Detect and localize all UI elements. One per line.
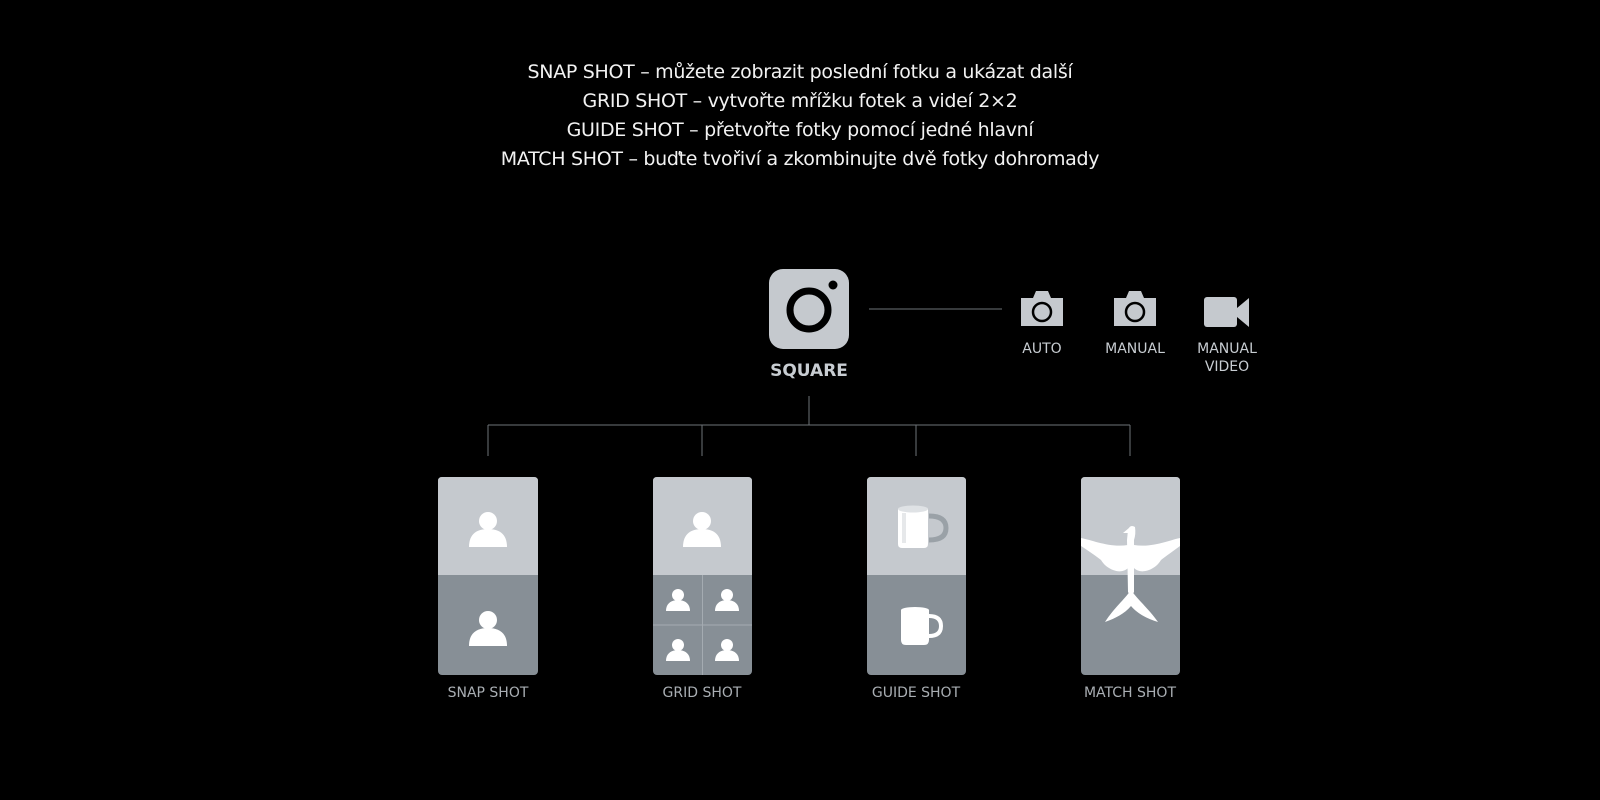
mug-icon (898, 505, 949, 548)
manual-video-label-line1: MANUAL (1197, 341, 1257, 357)
auto-mode[interactable]: AUTO (1019, 289, 1065, 357)
grid-shot-label: GRID SHOT (663, 685, 742, 701)
guide-shot-card[interactable]: GUIDE SHOT (867, 477, 966, 701)
description-block: SNAP SHOT – můžete zobrazit poslední fot… (0, 58, 1600, 174)
shots-tree-connector (487, 396, 1131, 456)
manual-label: MANUAL (1105, 341, 1165, 357)
square-label: SQUARE (770, 361, 848, 381)
square-mode-icon[interactable] (769, 269, 849, 349)
manual-mode[interactable]: MANUAL (1105, 289, 1165, 357)
grid-shot-card[interactable]: GRID SHOT (653, 477, 752, 701)
manual-video-mode[interactable]: MANUAL VIDEO (1197, 297, 1257, 375)
description-line-match: MATCH SHOT – buďte tvořiví a zkombinujte… (500, 148, 1100, 170)
match-shot-card[interactable]: MATCH SHOT (1081, 477, 1180, 701)
mug-icon (901, 607, 944, 645)
snap-shot-card[interactable]: SNAP SHOT (438, 477, 538, 701)
snap-shot-label: SNAP SHOT (448, 685, 529, 701)
description-line-snap: SNAP SHOT – můžete zobrazit poslední fot… (527, 61, 1073, 83)
camera-icon (1019, 289, 1065, 328)
video-camera-icon (1204, 297, 1249, 327)
guide-shot-label: GUIDE SHOT (872, 685, 961, 701)
manual-video-label-line2: VIDEO (1205, 359, 1249, 375)
description-line-grid: GRID SHOT – vytvořte mřížku fotek a vide… (582, 90, 1018, 112)
bird-icon (1081, 526, 1180, 622)
description-line-guide: GUIDE SHOT – přetvořte fotky pomocí jedn… (566, 119, 1034, 141)
match-shot-label: MATCH SHOT (1084, 685, 1176, 701)
auto-label: AUTO (1022, 341, 1061, 357)
camera-icon (1112, 289, 1158, 328)
